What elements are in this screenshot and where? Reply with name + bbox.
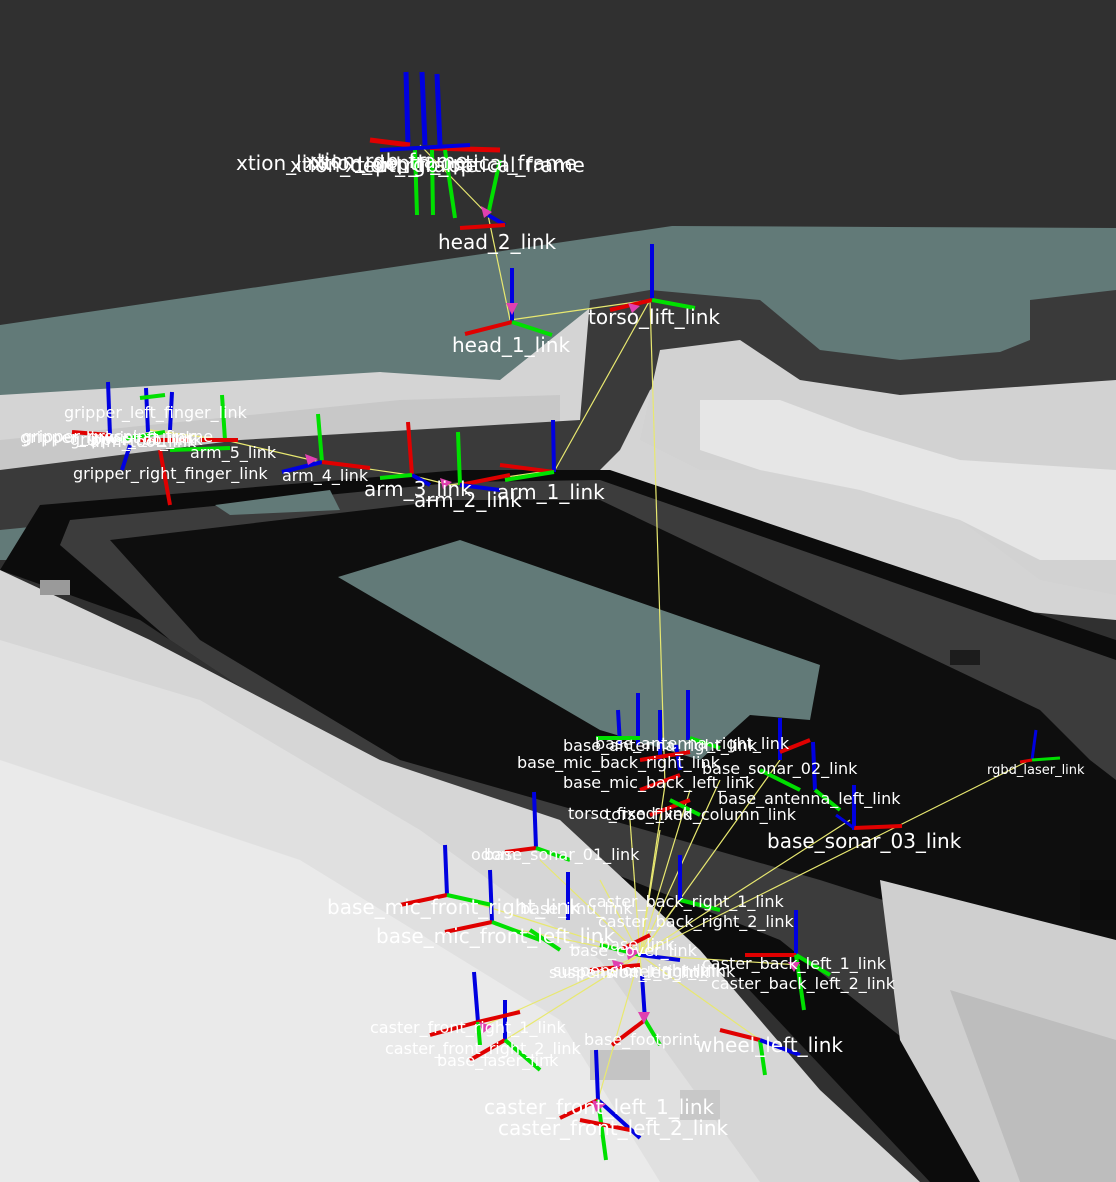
arm-3-axes [379,421,431,487]
frame-label-torso-lift: torso_lift_link [588,305,720,329]
wheel-left-axes [719,1028,801,1076]
frame-label-arm-3: arm_3_link [364,477,472,501]
frame-label-xtion-rgb-frame: xtion_rgb_frame [305,149,468,173]
torso-lift-axes [609,244,696,313]
frame-label-gripper-tool-link: gripper_tool_link [70,430,203,450]
frame-label-head-2: head_2_link [438,230,556,254]
frame-label-arm-1: arm_1_link [497,480,605,504]
frame-label-xtion-rgb-optical: xtion_rgb_optical_frame [345,153,585,177]
frame-label-suspension-right: suspension_right_link [553,961,725,981]
frame-label-base-mic-back-right-shadow: base_antenna_right_link [595,734,790,754]
frame-label-base-link: base_link [600,935,675,955]
frame-label-caster-front-left-1: caster_front_left_1_link [484,1095,715,1119]
head-2-axes [459,159,507,230]
frame-label-torso-fixed: torso_fixed_link [568,804,693,824]
frame-label-odom: odom [471,845,516,864]
frame-label-base-mic-back-left: base_mic_back_left_link [563,773,755,793]
frame-label-gripper-link: gripper_link [20,428,115,448]
frame-label-base-laser: base_laser_link [437,1051,559,1071]
frame-label-base-sonar-01: base_sonar_01_link [484,845,640,865]
base-footprint-axes [610,974,662,1047]
frame-label-wrist-ft-link: wrist_ft_link [100,428,195,448]
odom-axes [504,791,571,862]
frame-label-wheel-left: wheel_left_link [696,1033,843,1057]
frame-label-caster-back-right-1: caster_back_right_1_link [588,892,784,912]
frame-label-arm-tool-link: arm_tool_link [90,432,197,452]
frame-label-base-mic-back-right: base_mic_back_right_link [517,753,721,773]
base-upper-axes [596,690,903,830]
tf-axes [71,71,1061,1161]
frame-label-gripper-left-finger: gripper_left_finger_link [64,403,248,423]
occupancy-map [0,226,1116,1182]
gripper-axes [71,381,238,506]
arm-4-axes [281,413,371,474]
frame-label-caster-front-right-1: caster_front_right_1_link [370,1018,567,1038]
frame-label-base-imu: base_imu_link [520,899,633,919]
frame-label-xtion-depth-frame: xtion_depth_frame [290,153,478,177]
front-mic-axes [399,844,570,952]
frame-label-caster-back-left-1: caster_back_left_1_link [702,954,887,974]
frame-label-base-mic-front-left: base_mic_front_left_link [376,924,615,948]
frame-label-arm-4: arm_4_link [282,466,369,486]
frame-label-caster-back-left-2: caster_back_left_2_link [711,974,896,994]
tf-frame-labels: xtion_link xtion_depth_frame xtion_rgb_f… [20,149,1085,1140]
frame-label-base-mic-front-right: base_mic_front_right_link [327,895,581,919]
head-1-axes [464,268,553,337]
frame-label-head-1: head_1_link [452,333,570,357]
frame-label-base-antenna-right: base_antenna_right_link [563,736,758,756]
frame-label-arm-2: arm_2_link [414,488,522,512]
base-core-axes [589,855,721,972]
frame-label-arm-5: arm_5_link [190,443,277,463]
frame-label-rgbd-laser: rgbd_laser_link [987,763,1085,778]
arm-2-axes [440,431,511,492]
frame-label-torso-fixed-column: torso_fixed_column_link [605,805,797,825]
frame-label-gripper-right-finger: gripper_right_finger_link [73,464,268,484]
xtion-frames-axes [369,71,501,219]
frame-label-base-sonar-02: base_sonar_02_link [702,759,858,779]
rgbd-laser-axes [1019,729,1061,764]
frame-label-xtion-link: xtion_link [236,151,332,175]
caster-front-left-axes [559,1049,642,1161]
caster-back-left-axes [745,910,832,1011]
frame-label-base-cover: base_cover_link [570,941,698,961]
frame-label-caster-front-right-2: caster_front_right_2_link [385,1039,582,1059]
frame-label-base-footprint: base_footprint [584,1030,699,1050]
frame-label-suspension-left: suspension_left_link [549,963,710,983]
caster-front-right-axes [429,971,542,1072]
frame-label-base-antenna-left: base_antenna_left_link [718,789,901,809]
frame-label-xtion-depth-optical: xtion_depth_optical_frame [312,151,577,175]
frame-label-gripper-grasping-frame: gripper_grasping_frame [22,427,213,447]
frame-label-caster-front-left-2: caster_front_left_2_link [498,1116,729,1140]
arm-1-axes [499,419,556,482]
frame-label-wheel-right: wheel_right_link [606,962,736,982]
frame-label-caster-back-right-2: caster_back_right_2_link [598,912,794,932]
frame-label-base-sonar-03: base_sonar_03_link [767,829,962,853]
